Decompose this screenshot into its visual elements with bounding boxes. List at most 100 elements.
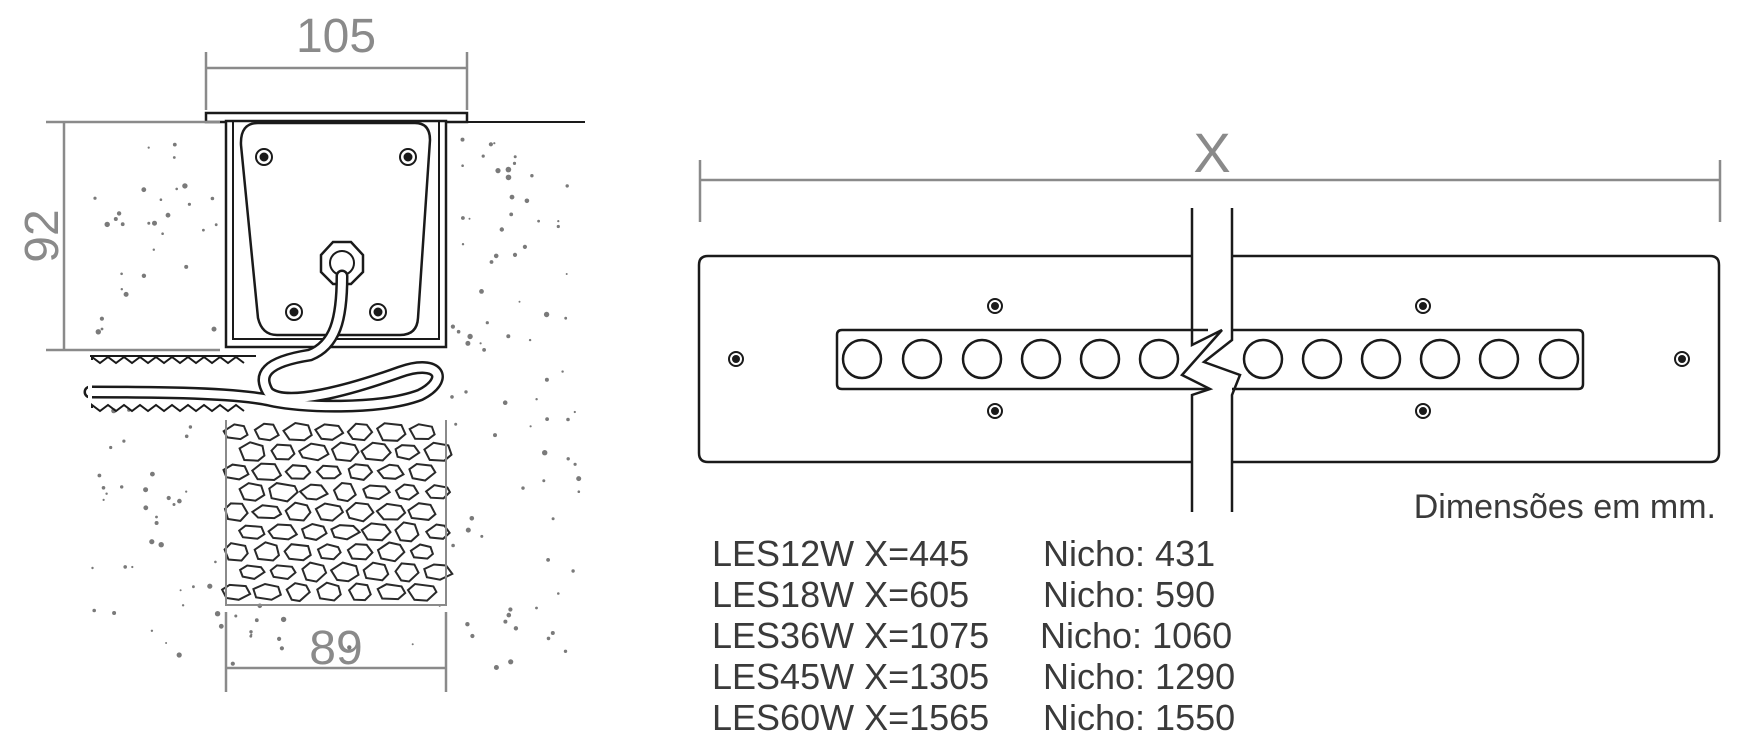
led-lens xyxy=(1538,338,1580,380)
soil-speck xyxy=(150,471,155,477)
soil-speck xyxy=(460,137,465,142)
soil-speck xyxy=(112,611,117,615)
soil-speck xyxy=(279,646,284,651)
gravel-stone xyxy=(406,582,438,602)
soil-speck xyxy=(97,473,102,478)
soil-speck xyxy=(165,212,171,218)
gravel-stone xyxy=(423,563,454,581)
soil-speck xyxy=(545,417,549,421)
soil-speck xyxy=(105,492,108,495)
soil-speck xyxy=(482,348,486,352)
gravel-stone xyxy=(316,543,342,561)
soil-speck xyxy=(185,490,188,493)
soil-speck xyxy=(159,198,163,201)
gravel-stone xyxy=(346,422,374,442)
soil-speck xyxy=(571,569,575,573)
soil-speck xyxy=(230,661,235,666)
soil-speck xyxy=(347,645,352,650)
gravel-stone xyxy=(223,542,249,562)
soil-speck xyxy=(152,220,157,226)
soil-speck xyxy=(479,289,484,294)
soil-speck xyxy=(102,498,105,501)
gravel-stone xyxy=(362,561,390,582)
soil-speck xyxy=(188,425,193,429)
led-array xyxy=(841,338,1580,380)
led-lens xyxy=(1242,338,1284,380)
gravel-stone xyxy=(223,502,249,522)
soil-speck xyxy=(461,164,464,167)
soil-cut-edge xyxy=(91,355,245,365)
soil-speck xyxy=(505,174,512,181)
led-lens xyxy=(961,338,1003,380)
soil-speck xyxy=(508,607,513,612)
soil-speck xyxy=(120,485,124,489)
soil-speck xyxy=(155,515,158,519)
gravel-stone xyxy=(394,562,420,583)
soil-speck xyxy=(92,608,96,613)
gravel-stone xyxy=(360,441,392,462)
gravel-stone xyxy=(250,462,283,482)
soil-speck xyxy=(461,243,465,246)
soil-speck xyxy=(489,260,494,264)
soil-speck xyxy=(550,631,555,635)
soil-speck xyxy=(518,300,521,303)
gravel-stone xyxy=(409,543,435,560)
overall-length-label: X xyxy=(1193,121,1230,184)
soil-speck xyxy=(131,565,134,569)
soil-speck xyxy=(91,566,94,570)
gravel-stone xyxy=(270,443,296,461)
gravel-stone xyxy=(301,561,328,583)
soil-speck xyxy=(535,606,538,610)
soil-speck xyxy=(493,433,497,438)
soil-speck xyxy=(313,654,316,657)
led-strip-right xyxy=(1232,328,1585,391)
soil-speck xyxy=(479,342,482,345)
gravel-stone xyxy=(345,501,375,523)
soil-speck xyxy=(488,142,493,147)
dimension-bottom-width xyxy=(224,612,448,692)
soil-speck xyxy=(152,248,155,251)
soil-speck xyxy=(468,217,471,220)
gravel-stone xyxy=(313,423,345,441)
gravel-stone xyxy=(375,502,407,521)
soil-speck xyxy=(521,486,525,490)
soil-speck xyxy=(214,611,221,617)
led-strip-left xyxy=(835,328,1208,391)
gravel-stone xyxy=(423,441,453,462)
gravel-stone xyxy=(394,444,421,461)
soil-speck xyxy=(210,196,215,201)
soil-speck xyxy=(464,390,468,394)
gravel-stone xyxy=(284,464,312,480)
fixture-plate-right xyxy=(1232,254,1721,464)
soil-speck xyxy=(214,223,218,227)
soil-speck xyxy=(211,326,217,332)
gravel-stone xyxy=(375,422,407,442)
gravel-stone xyxy=(283,543,312,562)
gravel-stone xyxy=(300,522,328,541)
soil-speck xyxy=(470,633,475,639)
gravel-stone xyxy=(329,561,360,583)
gravel-stone xyxy=(332,481,357,503)
soil-speck xyxy=(576,476,582,482)
soil-speck xyxy=(116,211,122,216)
soil-speck xyxy=(411,643,414,646)
dimension-left-height xyxy=(46,120,220,352)
soil-speck xyxy=(561,370,564,373)
table-row-niche: Nicho: 1550 xyxy=(1043,697,1235,738)
soil-speck xyxy=(565,273,568,275)
soil-speck xyxy=(522,244,528,249)
soil-speck xyxy=(469,516,475,521)
soil-speck xyxy=(161,232,164,235)
gravel-stone xyxy=(285,582,311,603)
gravel-stone xyxy=(347,582,372,602)
gravel-stone xyxy=(269,564,297,581)
soil-speck xyxy=(122,439,126,443)
gravel-stone xyxy=(424,523,451,540)
soil-speck xyxy=(480,534,484,538)
soil-speck xyxy=(172,142,177,147)
soil-speck xyxy=(566,417,570,422)
soil-speck xyxy=(182,183,188,189)
top-view: X Dimensões em mm. xyxy=(697,121,1722,526)
gravel-stone xyxy=(238,482,266,502)
